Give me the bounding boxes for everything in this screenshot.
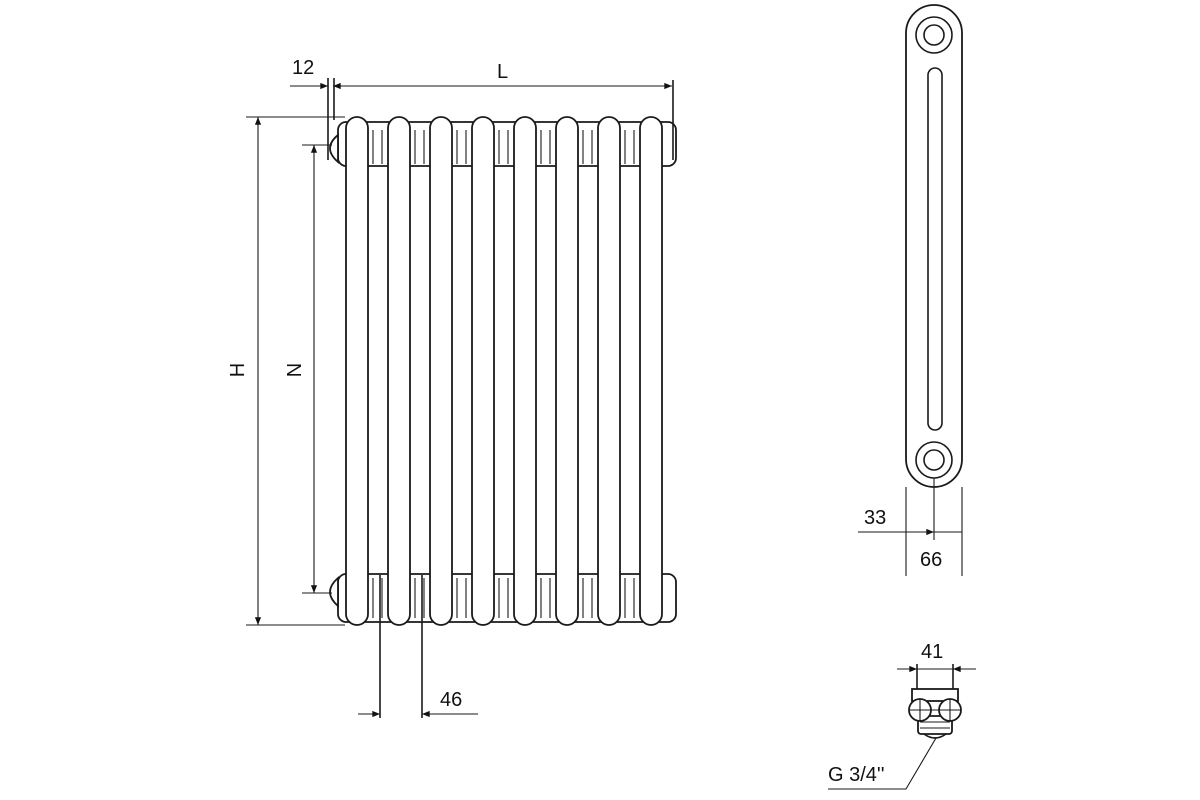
thread-label: G 3/4'' <box>828 764 885 786</box>
front-view <box>329 116 677 626</box>
dimension-axis-distance: N <box>284 144 332 594</box>
radiator-column <box>513 116 537 626</box>
top-port-icon <box>915 16 953 54</box>
dimension-column-pitch: 46 <box>358 575 478 718</box>
depth-label: 66 <box>920 549 942 571</box>
column-pitch-label: 46 <box>440 689 462 711</box>
radiator-column <box>345 116 369 626</box>
half-depth-label: 33 <box>864 507 886 529</box>
top-plug-icon <box>329 133 339 164</box>
connection-width-label: 41 <box>921 641 943 663</box>
radiator-column <box>639 116 663 626</box>
dimension-height: H <box>227 116 345 626</box>
length-label: L <box>497 61 508 83</box>
radiator-column <box>429 116 453 626</box>
dimension-length: 12 L <box>290 57 674 160</box>
height-label: H <box>227 363 249 377</box>
radiator-column <box>555 116 579 626</box>
axis-distance-label: N <box>284 363 306 377</box>
connection-detail: 41 G 3/4'' <box>828 641 976 790</box>
radiator-column <box>387 116 411 626</box>
side-view: 33 66 <box>858 4 963 576</box>
bottom-plug-icon <box>329 576 339 608</box>
offset-label: 12 <box>292 57 314 79</box>
radiator-column <box>471 116 495 626</box>
radiator-column <box>597 116 621 626</box>
